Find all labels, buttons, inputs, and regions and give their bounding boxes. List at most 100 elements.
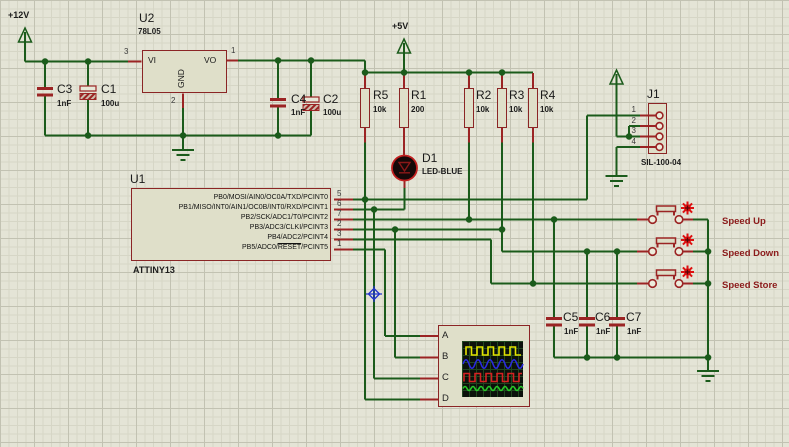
- j1-pin-2[interactable]: [655, 121, 664, 131]
- mcu-u1-body[interactable]: [131, 188, 331, 261]
- j1-pin-number-3: 4: [631, 136, 636, 146]
- c6-value: 1nF: [596, 327, 611, 336]
- j1-pin-1[interactable]: [655, 111, 664, 120]
- u2-gnd-label: GND: [176, 69, 186, 88]
- c1-positive-plate: [79, 85, 97, 92]
- led-anode-triangle: [397, 161, 412, 173]
- mcu-pin-row-0: PB0/MOSI/AIN0/OC0A/TXD/PCINT0: [213, 194, 328, 201]
- c5-value: 1nF: [564, 327, 579, 336]
- button-terminal[interactable]: [674, 214, 684, 225]
- c2-ref: C2: [323, 92, 339, 106]
- button-plate: [655, 269, 677, 277]
- mcu-pin-number-3: 2: [337, 219, 342, 228]
- u1-part: ATTINY13: [133, 265, 175, 275]
- j1-pin-4[interactable]: [655, 142, 664, 152]
- r2-value: 10k: [476, 105, 490, 114]
- button-terminal[interactable]: [647, 214, 658, 225]
- mcu-pin-number-2: 7: [337, 209, 342, 218]
- scope-trace-red: [463, 372, 522, 383]
- r2-ref: R2: [476, 88, 492, 102]
- button-label-speed-down: Speed Down: [722, 248, 780, 259]
- push-button-speed-down[interactable]: [647, 233, 694, 257]
- resistor-r1[interactable]: [399, 88, 409, 128]
- mcu-pin-label-reset: RESET: [277, 244, 302, 251]
- scope-trace-yellow: [465, 346, 521, 356]
- mcu-pin-row-5: PB5/ADC0/RESET/PCINT5: [136, 244, 328, 251]
- button-plate: [655, 205, 677, 213]
- c3-ref: C3: [57, 82, 73, 96]
- j1-ref: J1: [647, 87, 660, 101]
- r1-ref: R1: [411, 88, 427, 102]
- u2-part: 78L05: [138, 27, 161, 36]
- scope-trace-green: [462, 385, 524, 392]
- button-actuator-icon[interactable]: [681, 201, 694, 215]
- resistor-r4[interactable]: [528, 88, 538, 128]
- scope-channel-c: C: [442, 372, 449, 383]
- capacitor-plates[interactable]: [37, 87, 625, 327]
- led-d1[interactable]: [391, 154, 418, 182]
- u1-ref: U1: [130, 172, 146, 186]
- j1-pin-number-0: 1: [631, 105, 636, 114]
- r3-value: 10k: [509, 105, 523, 114]
- junction-dots: [41, 57, 712, 361]
- j1-pin-3[interactable]: [655, 132, 664, 141]
- button-actuator-icon[interactable]: [681, 233, 694, 247]
- regulator-u2-body[interactable]: [141, 50, 227, 93]
- mcu-pin-row-2: PB2/SCK/ADC1/T0/PCINT2: [240, 214, 328, 221]
- plus12v-label: +12V: [8, 10, 30, 20]
- u2-pin1-number: 1: [231, 46, 236, 55]
- led-body: [391, 154, 418, 182]
- c6-ref: C6: [595, 310, 611, 324]
- button-actuator-icon[interactable]: [681, 265, 694, 279]
- c2-positive-plate: [302, 96, 320, 103]
- plus5v-label: +5V: [392, 21, 409, 31]
- resistor-r5[interactable]: [360, 88, 370, 128]
- u2-pin3-number: 3: [124, 47, 129, 56]
- d1-part: LED-BLUE: [422, 167, 463, 176]
- resistor-r2[interactable]: [464, 88, 474, 128]
- scope-channel-b: B: [442, 351, 449, 362]
- mcu-pin-number-0: 5: [337, 189, 342, 198]
- mcu-pin-number-5: 1: [337, 239, 342, 248]
- ground-symbols: [172, 149, 719, 382]
- mcu-pin-number-1: 6: [337, 199, 342, 208]
- scope-channel-a: A: [442, 330, 449, 341]
- c7-value: 1nF: [627, 327, 642, 336]
- mcu-pin-row-4: PB4/ADC2/PCINT4: [267, 234, 328, 241]
- scope-channel-d: D: [442, 393, 449, 404]
- mcu-pin-label-part: PB5/ADC0/: [242, 244, 278, 251]
- resistor-r3[interactable]: [497, 88, 507, 128]
- mcu-pin-number-4: 3: [337, 229, 342, 238]
- r5-ref: R5: [373, 88, 389, 102]
- c4-ref: C4: [291, 92, 307, 106]
- wire-network: [24, 32, 709, 401]
- c1-ref: C1: [101, 82, 117, 96]
- j1-pin-circles[interactable]: [655, 111, 664, 152]
- button-terminal[interactable]: [647, 278, 658, 289]
- r5-value: 10k: [373, 105, 387, 114]
- r4-ref: R4: [540, 88, 556, 102]
- c1-negative-plate: [79, 93, 97, 100]
- c2-value: 100u: [323, 108, 342, 117]
- origin-marker-icon: [366, 286, 382, 302]
- j1-part: SIL-100-04: [641, 158, 682, 167]
- r1-value: 200: [411, 105, 425, 114]
- c4-value: 1nF: [291, 108, 306, 117]
- button-label-speed-store: Speed Store: [722, 280, 778, 291]
- button-label-speed-up: Speed Up: [722, 216, 766, 227]
- capacitor-c1-symbol[interactable]: [79, 85, 97, 100]
- r3-ref: R3: [509, 88, 525, 102]
- push-button-speed-up[interactable]: [647, 201, 694, 225]
- c1-value: 100u: [101, 99, 120, 108]
- mcu-pin-label-part: /PCINT5: [301, 244, 328, 251]
- button-terminal[interactable]: [674, 246, 684, 257]
- c5-ref: C5: [563, 310, 579, 324]
- push-button-speed-store[interactable]: [647, 265, 694, 289]
- button-terminal[interactable]: [647, 246, 658, 257]
- capacitor-c2-symbol[interactable]: [302, 96, 320, 111]
- c3-value: 1nF: [57, 99, 72, 108]
- button-terminal[interactable]: [674, 278, 684, 289]
- u2-pin2-number: 2: [171, 96, 176, 105]
- scope-trace-blue: [462, 358, 524, 370]
